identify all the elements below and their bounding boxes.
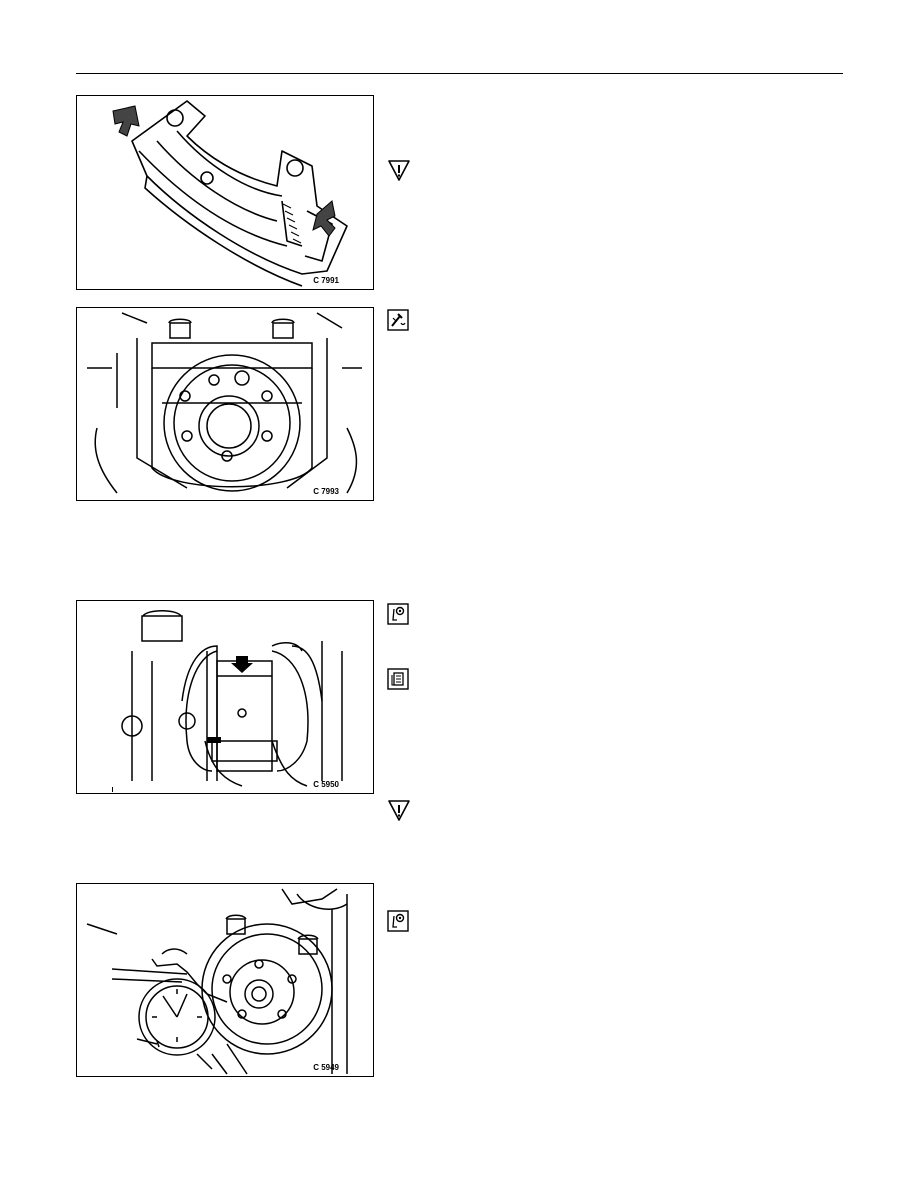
figure-code: C 5949 — [313, 1063, 339, 1072]
measure-icon — [387, 910, 409, 932]
measure-icon — [387, 603, 409, 625]
figure-dial-gauge: C 5949 — [76, 883, 374, 1077]
margin-tick — [112, 787, 113, 792]
bearing-half-illustration — [112, 100, 348, 287]
figure-code: C 7993 — [313, 487, 339, 496]
warning-triangle-icon — [387, 798, 410, 821]
figure-rear-main-bearing-cap: C 7993 — [76, 307, 374, 501]
torque-wrench-icon — [387, 309, 409, 331]
figure-crankshaft-journal: C 5950 — [76, 600, 374, 794]
dial-gauge-illustration — [86, 888, 348, 1075]
figure-bearing-half: C 7991 — [76, 95, 374, 290]
crankshaft-journal-illustration — [121, 610, 343, 787]
figure-code: C 5950 — [313, 780, 339, 789]
warning-triangle-icon — [387, 158, 410, 181]
specification-book-icon — [387, 668, 409, 690]
bearing-cap-illustration — [87, 312, 362, 494]
figure-code: C 7991 — [313, 276, 339, 285]
header-rule — [76, 73, 843, 74]
